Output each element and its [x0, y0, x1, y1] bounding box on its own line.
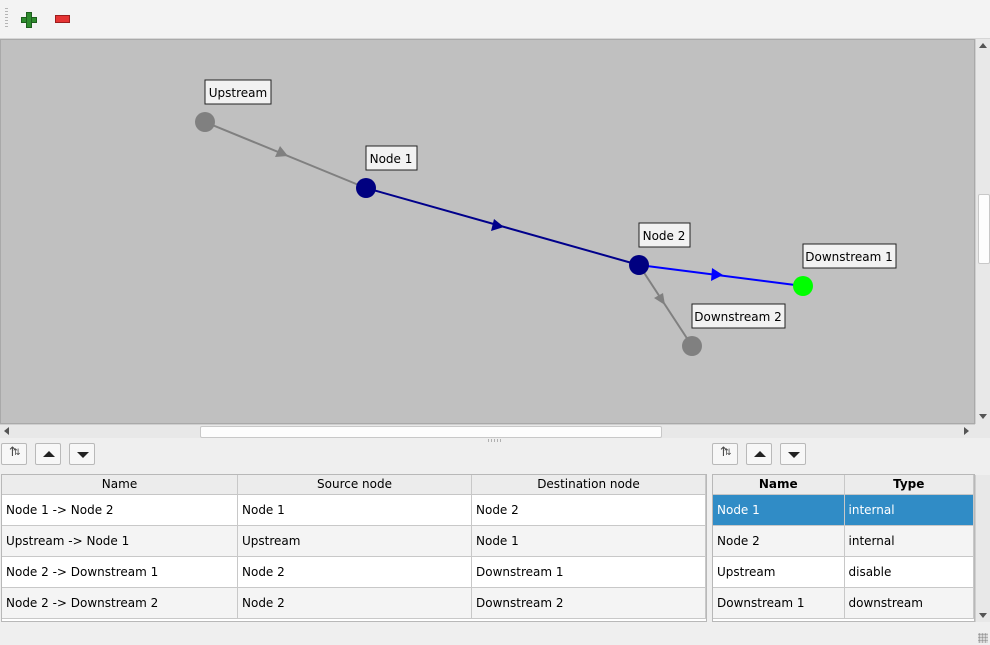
size-grip[interactable]: [978, 633, 988, 643]
canvas-vertical-scroll-thumb[interactable]: [978, 194, 990, 264]
column-header-type[interactable]: Type: [845, 475, 974, 494]
table-row-selected[interactable]: Node 1 internal: [713, 495, 974, 526]
cell-source[interactable]: Node 2: [238, 588, 472, 618]
graph-node-node2[interactable]: [629, 255, 649, 275]
graph-label-upstream-text: Upstream: [209, 86, 267, 100]
arrow-down-icon: [788, 452, 800, 458]
edge-arrow-node2-downstream2: [654, 293, 665, 305]
cell-node-name[interactable]: Node 2: [713, 526, 845, 556]
nodes-table: Name Type Node 1 internal Node 2 interna…: [712, 474, 975, 622]
main-toolbar: [0, 0, 990, 39]
cell-node-type[interactable]: disable: [845, 557, 974, 587]
connections-table: Name Source node Destination node Node 1…: [1, 474, 707, 622]
connections-move-up-button[interactable]: [35, 443, 61, 465]
edge-arrow-node2-downstream1: [711, 268, 723, 281]
graph-label-downstream1: Downstream 1: [802, 243, 897, 269]
table-row[interactable]: Node 1 -> Node 2 Node 1 Node 2: [2, 495, 706, 526]
graph-node-node1[interactable]: [356, 178, 376, 198]
toolbar-grip[interactable]: [5, 8, 8, 28]
edge-node2-downstream2[interactable]: [638, 264, 693, 347]
cell-source[interactable]: Upstream: [238, 526, 472, 556]
graph-label-node2-text: Node 2: [643, 229, 686, 243]
nodes-move-down-button[interactable]: [780, 443, 806, 465]
remove-minus-icon[interactable]: [51, 8, 73, 30]
column-header-source-node[interactable]: Source node: [238, 475, 472, 494]
cell-source[interactable]: Node 1: [238, 495, 472, 525]
cell-name[interactable]: Node 2 -> Downstream 1: [2, 557, 238, 587]
canvas-vertical-scrollbar[interactable]: [975, 39, 990, 424]
connections-move-down-button[interactable]: [69, 443, 95, 465]
arrow-up-icon: [43, 451, 55, 457]
cell-node-name[interactable]: Downstream 1: [713, 588, 845, 618]
cell-source[interactable]: Node 2: [238, 557, 472, 587]
table-row[interactable]: Node 2 internal: [713, 526, 974, 557]
graph-canvas[interactable]: Upstream Node 1 Node 2 Downstream 1 Down…: [0, 39, 975, 424]
nodes-table-header: Name Type: [713, 475, 974, 495]
status-bar: [0, 622, 990, 645]
cell-name[interactable]: Node 1 -> Node 2: [2, 495, 238, 525]
arrow-up-icon: [754, 451, 766, 457]
edge-arrow-upstream-node1: [275, 146, 288, 157]
graph-label-upstream: Upstream: [204, 79, 272, 105]
table-row[interactable]: Node 2 -> Downstream 1 Node 2 Downstream…: [2, 557, 706, 588]
cell-name[interactable]: Upstream -> Node 1: [2, 526, 238, 556]
column-header-name[interactable]: Name: [2, 475, 238, 494]
add-plus-icon[interactable]: [18, 8, 40, 30]
scroll-up-arrow-icon[interactable]: [979, 43, 987, 48]
graph-label-node1: Node 1: [365, 145, 418, 171]
canvas-horizontal-scroll-thumb[interactable]: [200, 426, 662, 438]
cell-destination[interactable]: Node 2: [472, 495, 706, 525]
scroll-right-arrow-icon[interactable]: [964, 427, 969, 435]
scroll-down-arrow-icon[interactable]: [979, 414, 987, 419]
scroll-corner: [975, 424, 990, 438]
graph-node-upstream[interactable]: [195, 112, 215, 132]
graph-label-downstream1-text: Downstream 1: [805, 250, 893, 264]
nodes-move-up-button[interactable]: [746, 443, 772, 465]
cell-node-type[interactable]: internal: [844, 495, 974, 525]
graph-label-downstream2-text: Downstream 2: [694, 310, 782, 324]
connections-sort-icon[interactable]: [1, 443, 27, 465]
nodes-sort-icon[interactable]: [712, 443, 738, 465]
cell-node-name[interactable]: Node 1: [713, 495, 845, 525]
graph-label-node2: Node 2: [638, 222, 691, 248]
nodes-table-scrollbar[interactable]: [975, 475, 990, 622]
column-header-destination-node[interactable]: Destination node: [472, 475, 706, 494]
cell-name[interactable]: Node 2 -> Downstream 2: [2, 588, 238, 618]
scroll-down-arrow-icon[interactable]: [979, 613, 987, 618]
table-row[interactable]: Downstream 1 downstream: [713, 588, 974, 619]
cell-node-type[interactable]: downstream: [845, 588, 974, 618]
cell-node-name[interactable]: Upstream: [713, 557, 845, 587]
column-header-name[interactable]: Name: [713, 475, 845, 494]
arrow-down-icon: [77, 452, 89, 458]
graph-node-downstream2[interactable]: [682, 336, 702, 356]
edge-arrow-node1-node2: [491, 219, 504, 231]
graph-label-downstream2: Downstream 2: [691, 303, 786, 329]
cell-destination[interactable]: Downstream 1: [472, 557, 706, 587]
graph-label-node1-text: Node 1: [370, 152, 413, 166]
table-row[interactable]: Upstream -> Node 1 Upstream Node 1: [2, 526, 706, 557]
cell-destination[interactable]: Downstream 2: [472, 588, 706, 618]
cell-node-type[interactable]: internal: [845, 526, 974, 556]
graph-node-downstream1[interactable]: [793, 276, 813, 296]
splitter-handle[interactable]: [488, 439, 502, 442]
cell-destination[interactable]: Node 1: [472, 526, 706, 556]
table-row[interactable]: Node 2 -> Downstream 2 Node 2 Downstream…: [2, 588, 706, 619]
connections-table-header: Name Source node Destination node: [2, 475, 706, 495]
scroll-left-arrow-icon[interactable]: [4, 427, 9, 435]
canvas-horizontal-scrollbar[interactable]: [0, 424, 975, 438]
table-row[interactable]: Upstream disable: [713, 557, 974, 588]
